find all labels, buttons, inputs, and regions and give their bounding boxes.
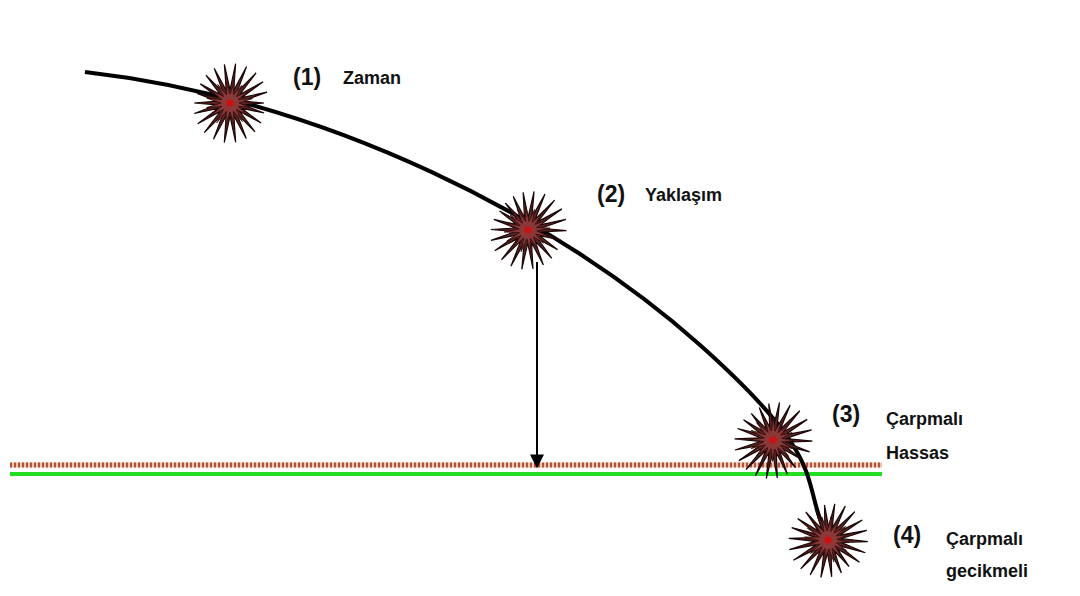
burst-inner — [207, 82, 253, 126]
fuze-mode-label: Çarpmalı gecikmeli — [946, 524, 1056, 587]
callout-number: (3) — [832, 401, 860, 429]
burst-outer — [735, 403, 813, 479]
callout-number: (2) — [597, 181, 625, 209]
fuze-mode-label: Zaman — [343, 68, 401, 90]
burst-core — [227, 100, 234, 107]
burst-outer — [789, 504, 868, 578]
burst-inner — [749, 417, 794, 461]
burst-inner — [805, 517, 849, 562]
trajectory-curve — [85, 72, 832, 545]
ground-line — [10, 472, 882, 476]
callout-number: (4) — [893, 522, 921, 550]
fuze-mode-label: Yaklaşım — [645, 185, 722, 207]
burst-outer — [491, 192, 567, 270]
burst-group — [194, 64, 868, 578]
burst-core — [525, 227, 532, 234]
burst-core — [825, 537, 832, 544]
burst-core — [770, 437, 777, 444]
callout-number: (1) — [293, 64, 321, 92]
height-arrow — [536, 262, 538, 467]
burst-outer — [194, 64, 267, 143]
burst-inner — [504, 208, 550, 252]
fuze-mode-label: Çarpmalı Hassas — [886, 402, 982, 470]
